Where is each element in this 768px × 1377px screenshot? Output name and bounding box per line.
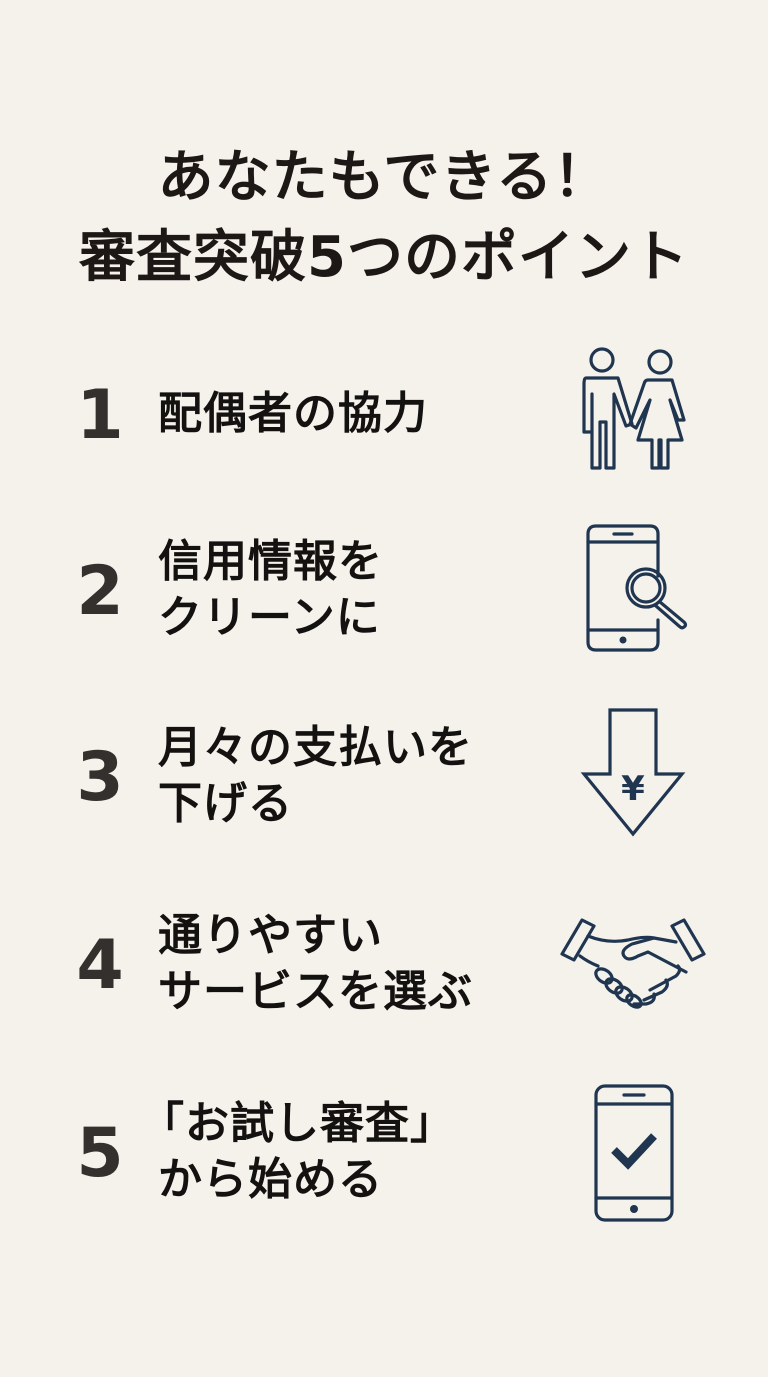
point-text-line: 配偶者の協力 [158, 388, 428, 439]
point-text: 通りやすい サービスを選ぶ [158, 908, 473, 1020]
point-text-line: 信用情報を [158, 536, 383, 587]
point-text-line: 「お試し審査」 [140, 1098, 455, 1149]
point-text-line: クリーンに [158, 592, 381, 643]
point-text: 「お試し審査」 から始める [140, 1096, 455, 1208]
title-line-1: あなたもできる！ [157, 145, 611, 210]
point-text: 配偶者の協力 [158, 386, 428, 442]
page-title: あなたもできる！ 審査突破5つのポイント [0, 138, 768, 298]
point-text: 月々の支払いを 下げる [158, 720, 473, 832]
point-text-line: 下げる [158, 778, 293, 829]
point-text: 信用情報を クリーンに [158, 534, 383, 646]
point-number: 4 [76, 926, 124, 1005]
point-text-line: 月々の支払いを [158, 722, 473, 773]
svg-text:¥: ¥ [621, 769, 645, 809]
point-number: 5 [76, 1114, 124, 1193]
yen-down-arrow-icon: ¥ [580, 708, 686, 838]
point-text-line: から始める [158, 1154, 383, 1205]
point-text-line: サービスを選ぶ [158, 966, 473, 1017]
handshake-icon [558, 914, 708, 1010]
couple-icon [570, 344, 696, 472]
point-text-line: 通りやすい [158, 910, 383, 961]
point-number: 2 [76, 552, 124, 631]
title-line-2: 審査突破5つのポイント [79, 225, 689, 290]
phone-check-icon [594, 1084, 674, 1224]
point-number: 1 [76, 376, 124, 455]
point-number: 3 [76, 738, 124, 817]
phone-search-icon [586, 524, 692, 652]
